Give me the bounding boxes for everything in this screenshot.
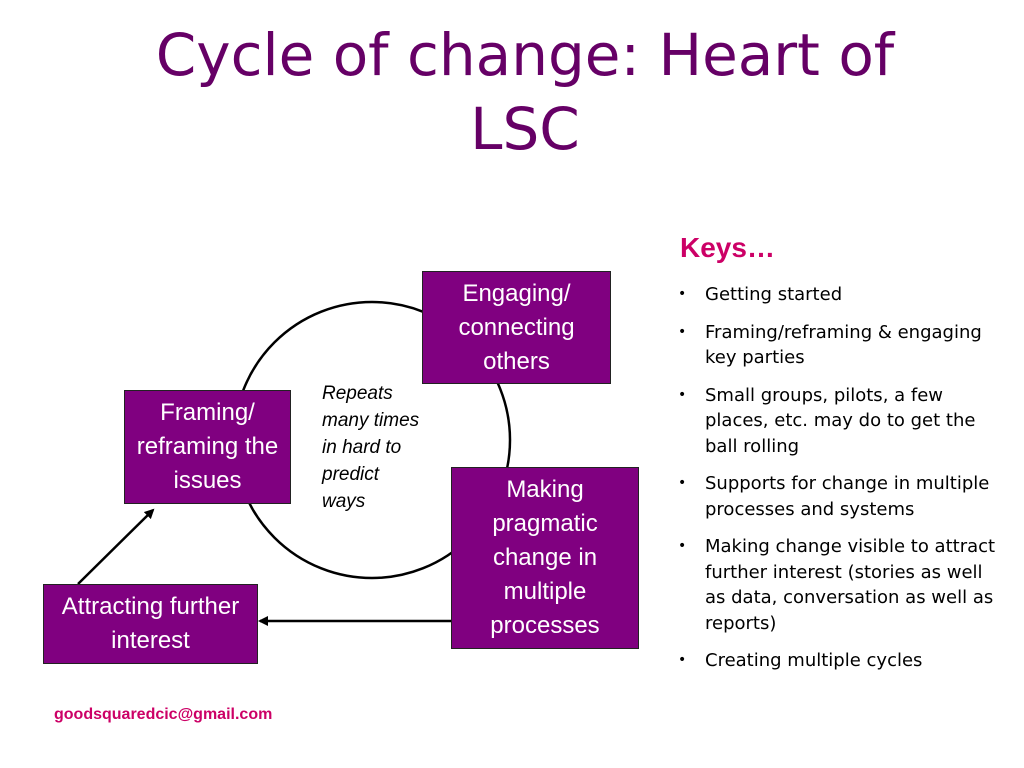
bullet-icon: • xyxy=(678,538,687,554)
list-item: • Making change visible to attract furthe… xyxy=(678,534,1008,636)
bullet-icon: • xyxy=(678,323,687,340)
center-note: Repeats many times in hard to predict wa… xyxy=(322,383,420,512)
bullet-icon: • xyxy=(678,652,687,668)
bullet-icon: • xyxy=(678,286,687,302)
list-item: • Getting started xyxy=(678,282,1008,308)
making-box: Making pragmatic change in multiple proc… xyxy=(451,467,639,649)
framing-label: Framing/ reframing the issues xyxy=(136,399,279,494)
arrow-attracting-to-framing xyxy=(77,508,155,585)
list-item: • Creating multiple cycles xyxy=(678,648,1008,674)
engaging-box: Engaging/ connecting others xyxy=(422,271,611,384)
list-item-text: Framing/reframing & engaging key parties xyxy=(705,321,982,369)
bullet-icon: • xyxy=(678,386,687,403)
list-item-text: Small groups, pilots, a few places, etc.… xyxy=(705,384,976,457)
attracting-label: Attracting further interest xyxy=(61,593,240,654)
slide-title: Cycle of change: Heart of LSC xyxy=(155,21,895,163)
keys-title: Keys… xyxy=(680,232,775,263)
list-item-text: Making change visible to attract further… xyxy=(705,536,996,634)
engaging-label: Engaging/ connecting others xyxy=(458,279,575,375)
keys-list: • Getting started • Framing/reframing & en… xyxy=(678,282,1008,686)
list-item-text: Creating multiple cycles xyxy=(705,650,923,671)
framing-box: Framing/ reframing the issues xyxy=(124,390,291,504)
bullet-icon: • xyxy=(678,475,687,491)
list-item-text: Supports for change in multiple processe… xyxy=(705,473,990,520)
making-label: Making pragmatic change in multiple proc… xyxy=(490,476,600,639)
footer-email: goodsquaredcic@gmail.com xyxy=(54,706,273,723)
attracting-box: Attracting further interest xyxy=(43,584,258,664)
list-item: • Supports for change in multiple process… xyxy=(678,471,1008,522)
list-item: • Small groups, pilots, a few places, etc… xyxy=(678,383,1008,460)
list-item: • Framing/reframing & engaging key partie… xyxy=(678,320,1008,371)
list-item-text: Getting started xyxy=(705,284,843,305)
